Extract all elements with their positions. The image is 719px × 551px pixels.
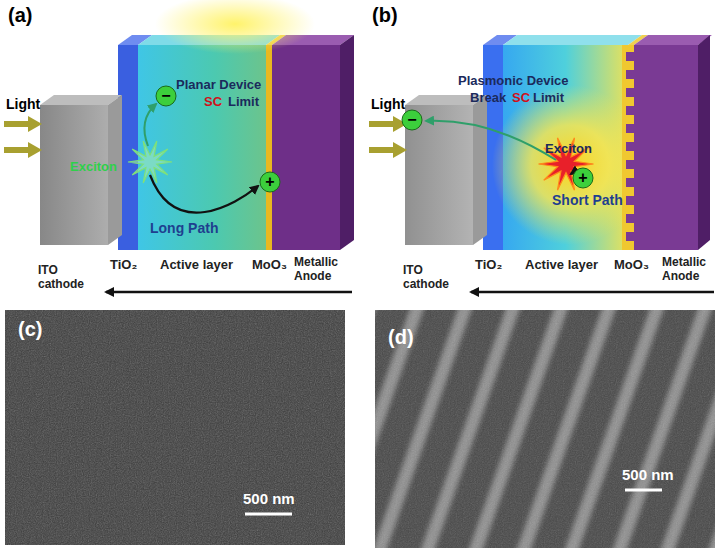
path-label: Long Path bbox=[150, 220, 218, 236]
charge-sign: + bbox=[578, 170, 587, 186]
limit-label: Limit bbox=[228, 95, 259, 110]
layer-label: MoO₃ bbox=[614, 258, 649, 273]
layer-label: TiO₂ bbox=[475, 258, 502, 273]
path-label: Short Path bbox=[552, 192, 623, 208]
plasmonic-device bbox=[369, 35, 714, 292]
panel-letter: (c) bbox=[18, 318, 42, 341]
layer-label: Active layer bbox=[160, 258, 233, 273]
limit-label: Break bbox=[470, 91, 506, 106]
scale-bar-label: 500 nm bbox=[243, 490, 295, 507]
device-title: Planar Device bbox=[176, 78, 261, 93]
limit-label: Limit bbox=[533, 91, 564, 106]
layer-label: TiO₂ bbox=[110, 258, 137, 273]
layer-label: Metallic Anode bbox=[662, 256, 716, 284]
exciton-label: Exciton bbox=[545, 142, 592, 157]
layer-label: ITO cathode bbox=[38, 264, 90, 292]
sem-image-grating bbox=[280, 300, 719, 551]
layer-label: ITO cathode bbox=[403, 264, 455, 292]
charge-sign: + bbox=[265, 174, 274, 190]
panel-letter: (a) bbox=[8, 4, 32, 27]
limit-label: SC bbox=[204, 95, 222, 110]
panel-letter: (b) bbox=[372, 4, 398, 27]
layer-label: Active layer bbox=[525, 258, 598, 273]
limit-label: SC bbox=[512, 91, 530, 106]
scale-bar-label: 500 nm bbox=[622, 466, 674, 483]
device-title: Plasmonic Device bbox=[458, 74, 569, 89]
layer-label: Metallic Anode bbox=[294, 256, 350, 284]
sem-image-flat bbox=[5, 310, 345, 545]
panel-letter: (d) bbox=[388, 326, 414, 349]
charge-sign: − bbox=[161, 88, 170, 104]
layer-label: MoO₃ bbox=[252, 258, 287, 273]
light-label: Light bbox=[6, 96, 40, 112]
planar-device bbox=[4, 0, 354, 292]
light-label: Light bbox=[371, 96, 405, 112]
exciton-label: Exciton bbox=[70, 160, 117, 175]
charge-sign: − bbox=[407, 112, 416, 128]
